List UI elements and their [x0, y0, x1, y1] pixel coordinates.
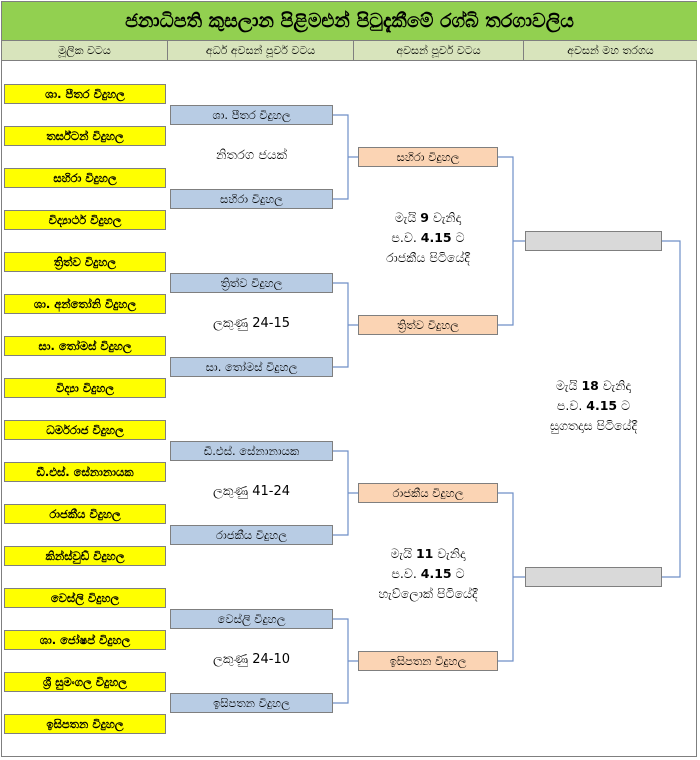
quarter-round-team: ඉසිපතන විදුහල	[358, 651, 498, 671]
first-round-team: සා. තෝමස් විදුහල	[4, 336, 166, 356]
match-result: නිතරග ජයක්	[215, 148, 288, 163]
match-result: ලකුණු 41-24	[213, 484, 290, 499]
match-result: ලකුණු 24-10	[213, 652, 290, 667]
first-round-team: සහිරා විදුහල	[4, 168, 166, 188]
header-final: අවසන් මහ තරගය	[524, 41, 697, 61]
final-slot-1	[525, 231, 662, 251]
first-round-team: තර්ස්ටන් විදුහල	[4, 126, 166, 146]
first-round-team: විද්‍යාර්ථ විදුහල	[4, 210, 166, 230]
first-round-team: ශා. පීතර විදුහල	[4, 84, 166, 104]
second-round-team: සා. තෝමස් විදුහල	[170, 357, 333, 377]
second-round-team: සහිරා විදුහල	[170, 189, 333, 209]
first-round-team: ත්‍රිත්ව විදුහල	[4, 252, 166, 272]
first-round-team: විද්‍යා විදුහල	[4, 378, 166, 398]
second-round-team: ඩී.එස්. සේනානායක	[170, 441, 333, 461]
semi-venue-1: මැයි 9 වැනිදා ප.ව. 4.15 ට රාජකීය පිටියේද…	[386, 210, 470, 265]
second-round-team: ත්‍රිත්ව විදුහල	[170, 273, 333, 293]
first-round-team: වෙස්ලි විදුහල	[4, 588, 166, 608]
second-round-team: රාජකීය විදුහල	[170, 525, 333, 545]
final-venue: මැයි 18 වැනිදා ප.ව. 4.15 ට සුගතදාස පිටිය…	[549, 378, 638, 433]
header-quarter-round: අවසන් පූර්ව වටය	[354, 41, 524, 61]
header-first-round: මූලික වටය	[2, 41, 168, 61]
round-header-row: මූලික වටය අර්ධ අවසන් පූර්ව වටය අවසන් පූර…	[2, 41, 697, 61]
first-round-team: ධර්මරාජ විදුහල	[4, 420, 166, 440]
first-round-team: රාජකීය විදුහල	[4, 504, 166, 524]
first-round-team: ශ්‍රී සුමංගල විදුහල	[4, 672, 166, 692]
first-round-team: ඩී.එස්. සේනානායක	[4, 462, 166, 482]
first-round-team: කින්ස්වුඩ් විදුහල	[4, 546, 166, 566]
second-round-team: ශා. පීතර විදුහල	[170, 105, 333, 125]
match-result: ලකුණු 24-15	[213, 316, 290, 331]
second-round-team: ඉසිපතන විදුහල	[170, 693, 333, 713]
page-title: ජනාධිපති කුසලාන පිළිමළුන් පිටුදැකීමේ රග්…	[2, 2, 697, 41]
first-round-team: ශා. අන්තෝනි විදුහල	[4, 294, 166, 314]
quarter-round-team: රාජකීය විදුහල	[358, 483, 498, 503]
quarter-round-team: සහිරා විදුහල	[358, 147, 498, 167]
second-round-team: වෙස්ලි විදුහල	[170, 609, 333, 629]
header-second-round: අර්ධ අවසන් පූර්ව වටය	[168, 41, 354, 61]
quarter-round-team: ත්‍රිත්ව විදුහල	[358, 315, 498, 335]
first-round-team: ශා. ජෝෂප් විදුහල	[4, 630, 166, 650]
semi-venue-2: මැයි 11 වැනිදා ප.ව. 4.15 ට හැව්ලොක් පිටි…	[378, 546, 478, 601]
final-slot-2	[525, 567, 662, 587]
first-round-team: ඉසිපතන විදුහල	[4, 714, 166, 734]
